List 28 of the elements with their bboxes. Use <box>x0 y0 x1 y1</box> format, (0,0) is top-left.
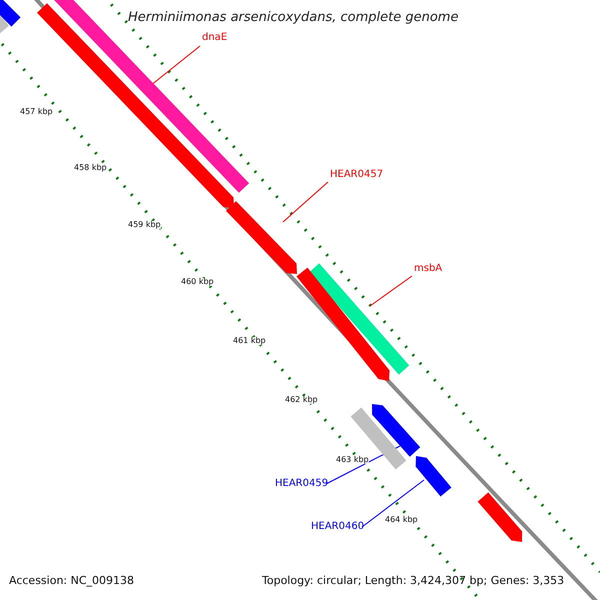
gene-feature <box>372 404 420 457</box>
gene-feature <box>478 492 522 542</box>
tick-label: 462 kbp <box>285 396 318 404</box>
gene-label: dnaE <box>202 33 228 43</box>
tick-label: 457 kbp <box>20 108 53 116</box>
gene-bar <box>308 263 410 375</box>
leader-line <box>370 276 412 306</box>
gene-label: HEAR0460 <box>311 522 364 532</box>
tick-label: 460 kbp <box>181 278 214 286</box>
tick-label: 464 kbp <box>385 516 418 524</box>
footer-text: Accession: NC_009138 <box>9 575 134 586</box>
gene-feature <box>296 268 390 381</box>
gene-feature <box>416 456 452 496</box>
tick-label: 463 kbp <box>336 456 369 464</box>
gene-label: msbA <box>414 264 442 274</box>
gene-bar <box>0 14 9 34</box>
gene-bar <box>0 0 21 27</box>
tick-label: 461 kbp <box>233 337 266 345</box>
gene-bar <box>350 408 406 470</box>
gene-label: HEAR0459 <box>275 479 328 489</box>
title: Herminiimonas arsenicoxydans, complete genome <box>128 11 458 24</box>
leader-line <box>362 480 424 528</box>
tick-label: 459 kbp <box>128 221 161 229</box>
gene-label: HEAR0457 <box>330 170 384 180</box>
gene-feature <box>226 201 297 274</box>
tick-label: 458 kbp <box>74 164 107 172</box>
leader-line <box>282 182 328 222</box>
footer-text: Topology: circular; Length: 3,424,307 bp; Genes: 3,353 <box>262 575 564 586</box>
